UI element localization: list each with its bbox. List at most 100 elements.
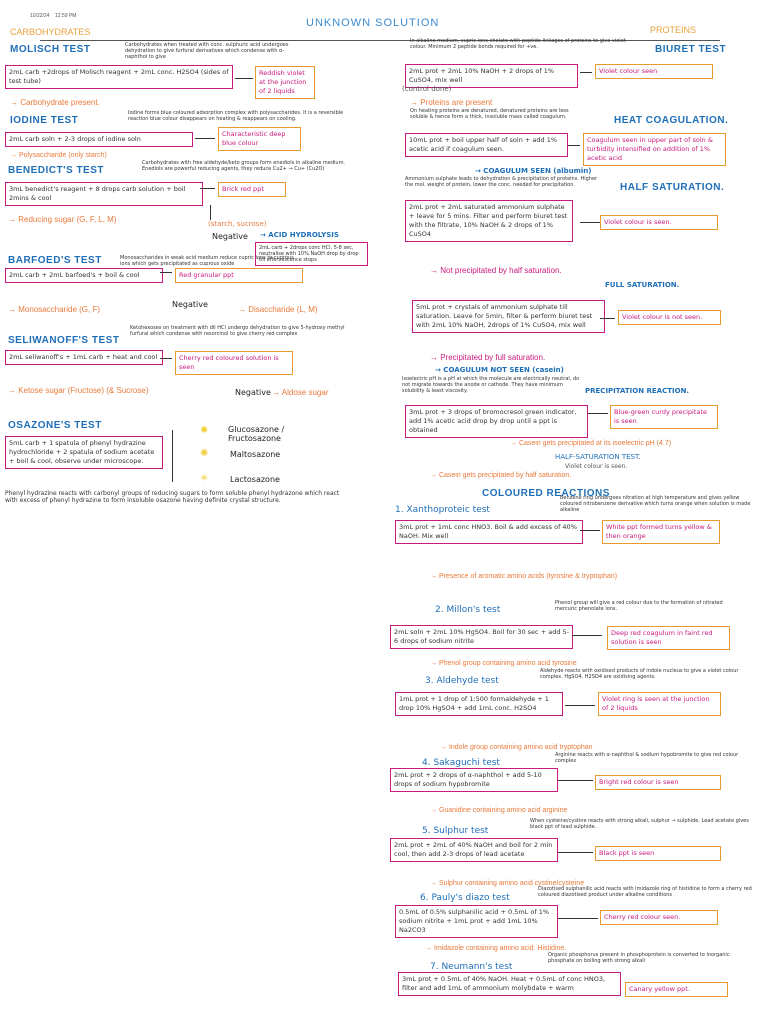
header-rule	[40, 40, 720, 41]
arrow	[160, 358, 172, 359]
iodine-title: IODINE TEST	[10, 115, 79, 126]
pauly-title: 6. Pauly's diazo test	[420, 893, 510, 903]
barfoed-note: Monosaccharides in weak acid medium redu…	[120, 255, 294, 267]
coagulum-not-seen: → COAGULUM NOT SEEN (casein)	[435, 366, 564, 374]
seliwanoff-procedure: 2mL seliwanoff's + 1mL carb + heat and c…	[5, 350, 163, 365]
xanthoproteic-inference: → Presence of aromatic amino acids (tyro…	[430, 573, 618, 580]
half-inference: → Not precipitated by half saturation.	[430, 266, 562, 275]
coloured-reactions-title: COLOURED REACTIONS	[482, 488, 610, 499]
osazone-result-1: Glucosazone / Fructosazone	[228, 425, 285, 443]
seliwanoff-title: SELIWANOFF'S TEST	[8, 335, 120, 346]
sulphur-note: When cysteine/cystine reacts with strong…	[530, 818, 749, 830]
connector	[172, 430, 173, 482]
molisch-note: Carbohydrates when treated with conc. su…	[125, 42, 289, 60]
benedict-title: BENEDICT'S TEST	[8, 165, 104, 176]
half-saturation-test: HALF-SATURATION TEST.	[555, 453, 641, 461]
heat-title: HEAT COAGULATION.	[614, 115, 729, 126]
monosaccharide: → Monosaccharide (G, F)	[8, 305, 101, 314]
arrow	[565, 705, 595, 706]
benedict-inference: → Reducing sugar (G, F, L, M)	[8, 215, 117, 224]
proteins-heading: PROTEINS	[650, 25, 697, 35]
sakaguchi-procedure: 2mL prot + 2 drops of α-naphthol + add 5…	[390, 768, 558, 792]
arrow	[160, 272, 172, 273]
half-saturation-result: Violet colour is seen.	[565, 463, 628, 470]
aldehyde-title: 3. Aldehyde test	[425, 676, 499, 686]
arrow	[200, 188, 215, 189]
control-done: (control done)	[402, 85, 452, 93]
osazone-title: OSAZONE'S TEST	[8, 420, 102, 431]
aldehyde-observation: Violet ring is seen at the junction of 2…	[598, 692, 721, 716]
sulphur-title: 5. Sulphur test	[422, 826, 489, 836]
barfoed-title: BARFOED'S TEST	[8, 255, 102, 266]
sakaguchi-inference: → Guanidine containing amino acid argini…	[430, 807, 568, 814]
arrow	[568, 145, 580, 146]
pauly-note: Diazotised sulphanilic acid reacts with …	[538, 886, 752, 898]
seliwanoff-negative: Negative	[235, 388, 271, 397]
seliwanoff-observation: Cherry red coloured solution is seen	[175, 351, 293, 375]
coagulum-seen: → COAGULUM SEEN (albumin)	[475, 167, 592, 175]
seliwanoff-note: Ketohexoses on treatment with dil HCl un…	[130, 325, 345, 337]
barfoed-procedure: 2mL carb + 2mL barfoed's + boil & cool	[5, 268, 163, 283]
molisch-procedure: 2mL carb +2drops of Molisch reagent + 2m…	[5, 65, 233, 89]
date-stamp: 10/22/24 12:59 PM	[30, 13, 77, 19]
arrow	[235, 78, 253, 79]
half-note: Ammonium sulphate leads to dehydration &…	[405, 176, 598, 188]
sulphur-procedure: 2mL prot + 2mL of 40% NaOH and boil for …	[390, 838, 558, 862]
biuret-observation: Violet colour seen	[595, 64, 713, 79]
molisch-observation: Reddish violet at the junction of 2 liqu…	[255, 66, 315, 99]
heat-observation: Coagulum seen in upper part of soln & tu…	[583, 133, 726, 166]
arrow	[558, 918, 598, 919]
heat-note: On heating proteins are denatured, denat…	[410, 108, 569, 120]
arrow	[572, 635, 602, 636]
acid-hydrolysis: → ACID HYDROLYSIS	[260, 231, 339, 239]
aldose-sugar: → Aldose sugar	[272, 388, 329, 397]
arrow	[580, 72, 592, 73]
iodine-observation: Characteristic deep blue colour	[218, 127, 301, 151]
molisch-title: MOLISCH TEST	[10, 44, 91, 55]
precipitation-procedure: 3mL prot + 3 drops of bromocresol green …	[405, 405, 588, 438]
full-procedure: 5mL prot + crystals of ammonium sulphate…	[412, 300, 605, 333]
benedict-negative: Negative	[212, 232, 248, 241]
biuret-note: In alkaline medium, cupric ions chelate …	[410, 38, 626, 50]
pauly-inference: → Imidazole containing amino acid. Histi…	[425, 945, 567, 952]
half-observation: Violet colour is seen.	[600, 215, 718, 230]
osazone-procedure: 5mL carb + 1 spatula of phenyl hydrazine…	[5, 436, 163, 469]
precipitation-inference: → Casein gets precipitated at its isoele…	[510, 440, 672, 447]
sulphur-inference: → Sulphur containing amino acid cystine/…	[430, 880, 585, 887]
pauly-procedure: 0.5mL of 0.5% sulphanilic acid + 0.5mL o…	[395, 905, 558, 938]
carbohydrates-heading: CARBOHYDRATES	[10, 27, 91, 37]
arrow	[580, 222, 600, 223]
millon-observation: Deep red coagulum in faint red solution …	[607, 626, 730, 650]
arrow	[588, 413, 608, 414]
heat-procedure: 10mL prot + boil upper half of soln + ad…	[405, 133, 568, 157]
page-title: UNKNOWN SOLUTION	[306, 17, 440, 29]
xanthoproteic-title: 1. Xanthoproteic test	[395, 505, 490, 515]
acid-hydrolysis-procedure: 2mL carb + 2drops conc HCl, 5-8 sec, neu…	[255, 242, 368, 266]
millon-inference: → Phenol group containing amino acid tyr…	[430, 660, 577, 667]
sakaguchi-observation: Bright red colour is seen	[595, 775, 721, 790]
biuret-title: BIURET TEST	[655, 44, 727, 55]
arrow	[580, 530, 600, 531]
millon-procedure: 2mL soln + 2mL 10% HgSO4. Boil for 30 se…	[390, 625, 573, 649]
benedict-procedure: 3mL benedict's reagent + 8 drops carb so…	[5, 182, 203, 206]
benedict-observation: Brick red ppt	[218, 182, 286, 197]
millon-note: Phenol group will give a red colour due …	[555, 600, 723, 612]
arrow	[558, 852, 593, 853]
disaccharide: → Disaccharide (L, M)	[238, 305, 318, 314]
arrow	[600, 318, 615, 319]
aldehyde-procedure: 1mL prot + 1 drop of 1:500 formaldehyde …	[395, 692, 563, 716]
starch-sucrose: (starch, sucrose)	[208, 220, 267, 228]
neumann-observation: Canary yellow ppt.	[625, 982, 728, 997]
arrow	[558, 780, 593, 781]
iodine-procedure: 2mL carb soln + 2-3 drops of iodine soln	[5, 132, 193, 147]
iodine-inference: → Polysaccharide (only starch)	[10, 152, 107, 159]
benedict-note: Carbohydrates with free aldehyde/keto gr…	[142, 160, 346, 172]
millon-title: 2. Millon's test	[435, 605, 501, 615]
aldehyde-note: Aldehyde reacts with oxidised products o…	[540, 668, 739, 680]
half-saturation-inference: → Casein gets precipitated by half satur…	[430, 472, 572, 479]
osazone-result-3: Lactosazone	[230, 475, 280, 484]
aldehyde-inference: → Indole group containing amino acid try…	[440, 744, 593, 751]
full-inference: → Precipitated by full saturation.	[430, 353, 546, 362]
half-procedure: 2mL prot + 2mL saturated ammonium sulpha…	[405, 200, 573, 242]
crystal-icon: ✳	[200, 473, 209, 484]
